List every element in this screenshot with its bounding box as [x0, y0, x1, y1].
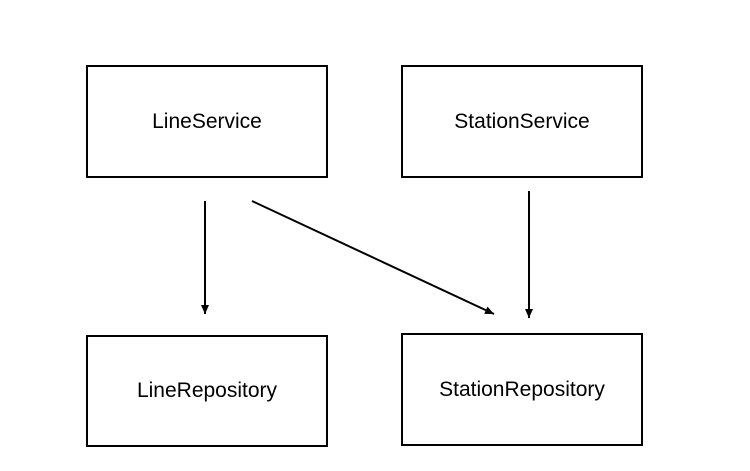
line-repository-node: LineRepository [86, 335, 328, 447]
line-service-label: LineService [152, 109, 262, 133]
station-repository-label: StationRepository [439, 377, 605, 401]
edge-line-service-to-station-repository [251, 200, 495, 315]
station-service-node: StationService [401, 65, 643, 178]
line-service-node: LineService [86, 65, 328, 178]
station-repository-node: StationRepository [401, 333, 643, 446]
line-repository-label: LineRepository [136, 379, 278, 402]
station-service-label: StationService [454, 109, 590, 133]
